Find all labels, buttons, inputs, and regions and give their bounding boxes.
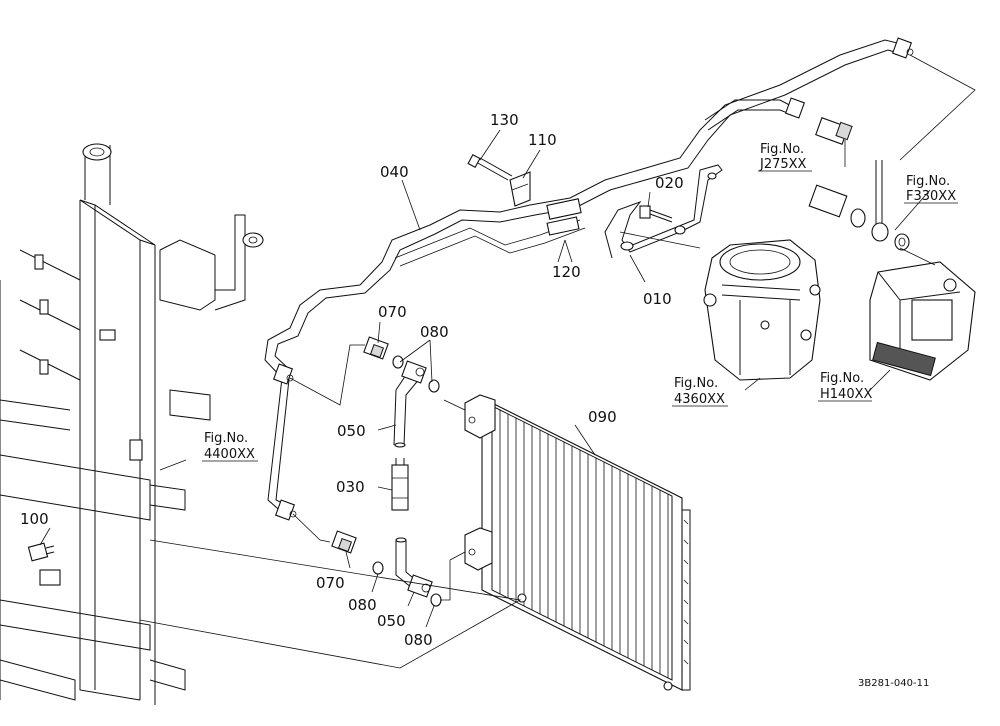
fitting-070-bottom xyxy=(331,530,357,554)
figref-f330xx-label: Fig.No. xyxy=(906,174,950,189)
fitting-100 xyxy=(27,542,55,562)
callout-020: 020 xyxy=(655,174,684,192)
callout-090: 090 xyxy=(588,408,617,426)
callout-080-bottom-2: 080 xyxy=(404,631,433,649)
pipe-end-nut-bottom xyxy=(274,499,297,521)
callout-130: 130 xyxy=(490,111,519,129)
connector-030 xyxy=(391,458,409,511)
oring-080 xyxy=(372,355,442,607)
compressor-4360xx xyxy=(703,239,821,381)
figref-j275xx-code: J275XX xyxy=(759,157,807,172)
callout-labels: 130 110 040 020 120 010 070 080 050 030 … xyxy=(20,111,684,649)
block-h140xx xyxy=(869,261,976,381)
figref-4360xx: Fig.No. 4360XX xyxy=(672,376,728,407)
callout-050-bottom: 050 xyxy=(377,612,406,630)
pipe-end-nut-j275 xyxy=(784,97,806,119)
callout-080-top: 080 xyxy=(420,323,449,341)
callout-110: 110 xyxy=(528,131,557,149)
callout-080-bottom-1: 080 xyxy=(348,596,377,614)
clamp-120 xyxy=(546,198,582,236)
figref-4400xx: Fig.No. 4400XX xyxy=(202,431,258,462)
bolt-130 xyxy=(467,153,513,181)
leader-lines xyxy=(39,129,931,628)
callout-100: 100 xyxy=(20,510,49,528)
callout-010: 010 xyxy=(643,290,672,308)
pipe-040 xyxy=(264,37,914,521)
figref-f330xx: Fig.No. F330XX xyxy=(904,174,958,204)
condenser-fins xyxy=(499,410,669,678)
figref-4360xx-code: 4360XX xyxy=(674,392,725,407)
figref-h140xx: Fig.No. H140XX xyxy=(818,371,872,402)
bolt-020 xyxy=(639,205,673,223)
callout-120: 120 xyxy=(552,263,581,281)
figref-4360xx-label: Fig.No. xyxy=(674,376,718,391)
figref-h140xx-label: Fig.No. xyxy=(820,371,864,386)
figref-j275xx: Fig.No. J275XX xyxy=(758,142,812,172)
hose-050-bottom xyxy=(395,537,433,598)
figref-j275xx-label: Fig.No. xyxy=(760,142,804,157)
fitting-f330xx xyxy=(808,160,910,251)
fitting-070-top xyxy=(363,336,389,360)
bracket-110 xyxy=(509,171,531,207)
figref-4400xx-label: Fig.No. xyxy=(204,431,248,446)
pipe-end-nut-left xyxy=(272,363,294,385)
callout-030: 030 xyxy=(336,478,365,496)
figure-references: Fig.No. J275XX Fig.No. F330XX Fig.No. 43… xyxy=(202,142,958,462)
bracket-010 xyxy=(604,164,723,259)
reference-lines xyxy=(139,54,976,669)
callout-070-top: 070 xyxy=(378,303,407,321)
figref-4400xx-code: 4400XX xyxy=(204,447,255,462)
tractor-frame xyxy=(0,143,264,705)
drawing-code: 3B281-040-11 xyxy=(858,678,929,689)
pressure-switch-j275xx xyxy=(815,117,853,145)
figref-f330xx-code: F330XX xyxy=(906,189,956,204)
callout-050-top: 050 xyxy=(337,422,366,440)
condenser-090 xyxy=(464,394,691,691)
figref-h140xx-code: H140XX xyxy=(820,387,872,402)
callout-040: 040 xyxy=(380,163,409,181)
pipe-end-nut-top xyxy=(891,37,914,59)
hose-050-top xyxy=(393,360,427,448)
callout-070-bottom: 070 xyxy=(316,574,345,592)
